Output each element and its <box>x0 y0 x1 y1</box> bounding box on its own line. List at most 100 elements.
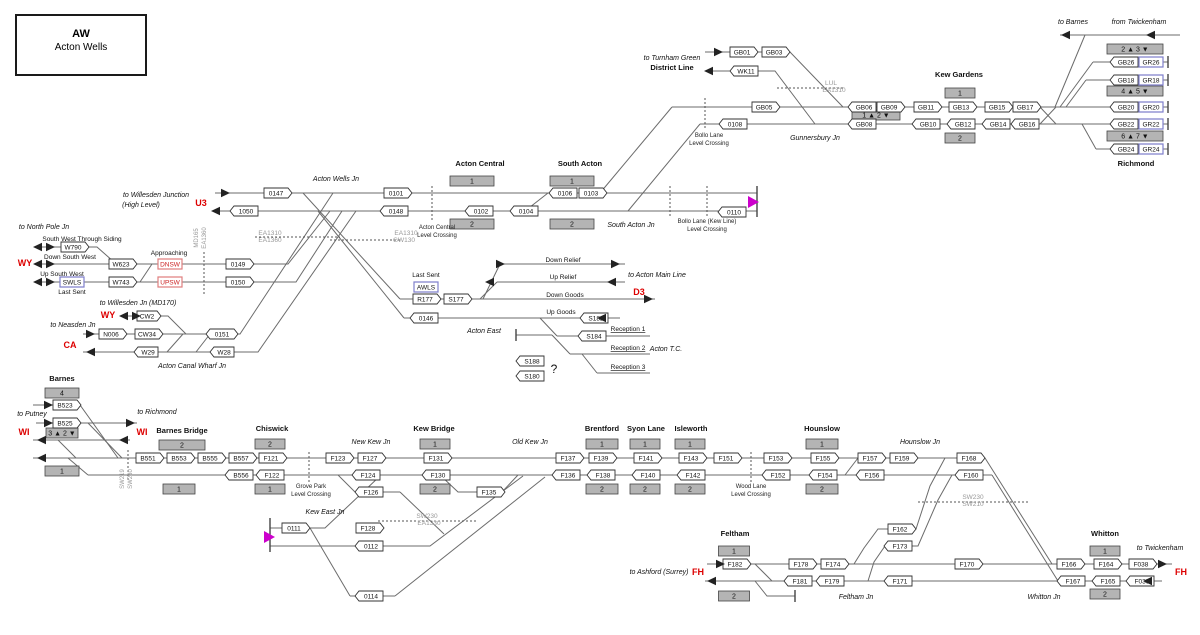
berth-GB17[interactable] <box>1012 101 1042 113</box>
berth-F123[interactable] <box>325 452 355 464</box>
berth-F122[interactable] <box>255 469 285 481</box>
berth-0103[interactable] <box>578 187 608 199</box>
berth-F142[interactable] <box>676 469 706 481</box>
berth-0146[interactable] <box>409 312 439 324</box>
berth-F124[interactable] <box>351 469 381 481</box>
berth-GB22[interactable] <box>1109 118 1139 130</box>
berth-F128[interactable] <box>355 522 385 534</box>
berth-F136[interactable] <box>551 469 581 481</box>
berth-F038[interactable] <box>1128 558 1158 570</box>
berth-GB08[interactable] <box>847 118 877 130</box>
berth-GB09[interactable] <box>876 101 906 113</box>
berth-F157[interactable] <box>857 452 887 464</box>
berth-F140[interactable] <box>631 469 661 481</box>
berth-0110[interactable] <box>717 206 747 218</box>
berth-F181[interactable] <box>783 575 813 587</box>
berth-F171[interactable] <box>883 575 913 587</box>
berth-F178[interactable] <box>788 558 818 570</box>
berth-F126[interactable] <box>354 486 384 498</box>
berth-W790[interactable] <box>60 241 90 253</box>
berth-F167[interactable] <box>1056 575 1086 587</box>
berth-0147[interactable] <box>263 187 293 199</box>
berth-0104[interactable] <box>509 205 539 217</box>
berth-GR24[interactable] <box>1138 143 1164 155</box>
berth-F127[interactable] <box>357 452 387 464</box>
berth-F152[interactable] <box>761 469 791 481</box>
berth-0148[interactable] <box>379 205 409 217</box>
berth-GB10[interactable] <box>911 118 941 130</box>
berth-DNSW[interactable] <box>157 258 183 270</box>
berth-GB24[interactable] <box>1109 143 1139 155</box>
berth-GB26[interactable] <box>1109 56 1139 68</box>
berth-GB15[interactable] <box>984 101 1014 113</box>
berth-B551[interactable] <box>135 452 165 464</box>
berth-1050[interactable] <box>229 205 259 217</box>
berth-GB11[interactable] <box>913 101 943 113</box>
berth-0111[interactable] <box>281 522 311 534</box>
berth-F165[interactable] <box>1091 575 1121 587</box>
berth-F173[interactable] <box>883 540 913 552</box>
berth-B556[interactable] <box>224 469 254 481</box>
berth-0101[interactable] <box>383 187 413 199</box>
berth-UPSW[interactable] <box>157 276 183 288</box>
berth-AWLS[interactable] <box>413 281 439 293</box>
berth-F155[interactable] <box>810 452 840 464</box>
berth-F121[interactable] <box>258 452 288 464</box>
berth-F162[interactable] <box>887 523 917 535</box>
berth-W623[interactable] <box>108 258 138 270</box>
berth-B525[interactable] <box>52 417 82 429</box>
berth-S184[interactable] <box>577 330 607 342</box>
berth-F160[interactable] <box>954 469 984 481</box>
berth-0150[interactable] <box>225 276 255 288</box>
berth-GR26[interactable] <box>1138 56 1164 68</box>
berth-GB13[interactable] <box>948 101 978 113</box>
berth-F130[interactable] <box>421 469 451 481</box>
berth-B557[interactable] <box>228 452 258 464</box>
berth-F166[interactable] <box>1056 558 1086 570</box>
berth-F141[interactable] <box>633 452 663 464</box>
berth-B553[interactable] <box>166 452 196 464</box>
berth-N006[interactable] <box>98 328 128 340</box>
berth-F131[interactable] <box>423 452 453 464</box>
berth-F174[interactable] <box>820 558 850 570</box>
berth-W28[interactable] <box>209 346 235 358</box>
berth-WK11[interactable] <box>729 65 759 77</box>
berth-GB06[interactable] <box>847 101 877 113</box>
berth-F168[interactable] <box>956 452 986 464</box>
berth-GB05[interactable] <box>751 101 781 113</box>
berth-F139[interactable] <box>588 452 618 464</box>
berth-0102[interactable] <box>464 205 494 217</box>
berth-CW34[interactable] <box>134 328 164 340</box>
berth-F151[interactable] <box>713 452 743 464</box>
berth-S188[interactable] <box>515 355 545 367</box>
berth-GR22[interactable] <box>1138 118 1164 130</box>
berth-W743[interactable] <box>108 276 138 288</box>
berth-GB12[interactable] <box>946 118 976 130</box>
berth-GR20[interactable] <box>1138 101 1164 113</box>
berth-0112[interactable] <box>354 540 384 552</box>
berth-S182[interactable] <box>579 312 609 324</box>
berth-0149[interactable] <box>225 258 255 270</box>
berth-F154[interactable] <box>808 469 838 481</box>
berth-B555[interactable] <box>197 452 227 464</box>
berth-CW2[interactable] <box>136 310 162 322</box>
berth-F137[interactable] <box>555 452 585 464</box>
berth-S177[interactable] <box>443 293 473 305</box>
berth-0106[interactable] <box>548 187 578 199</box>
berth-SWLS[interactable] <box>59 276 85 288</box>
berth-0114[interactable] <box>354 590 384 602</box>
berth-GB20[interactable] <box>1109 101 1139 113</box>
berth-0108[interactable] <box>718 118 748 130</box>
berth-GB01[interactable] <box>729 46 759 58</box>
berth-W29[interactable] <box>133 346 159 358</box>
berth-GB03[interactable] <box>761 46 791 58</box>
berth-F179[interactable] <box>815 575 845 587</box>
berth-S180[interactable] <box>515 370 545 382</box>
berth-0151[interactable] <box>205 328 239 340</box>
berth-GB18[interactable] <box>1109 74 1139 86</box>
berth-F143[interactable] <box>678 452 708 464</box>
berth-F164[interactable] <box>1093 558 1123 570</box>
berth-GR18[interactable] <box>1138 74 1164 86</box>
berth-F039[interactable] <box>1125 575 1155 587</box>
berth-GB16[interactable] <box>1010 118 1040 130</box>
